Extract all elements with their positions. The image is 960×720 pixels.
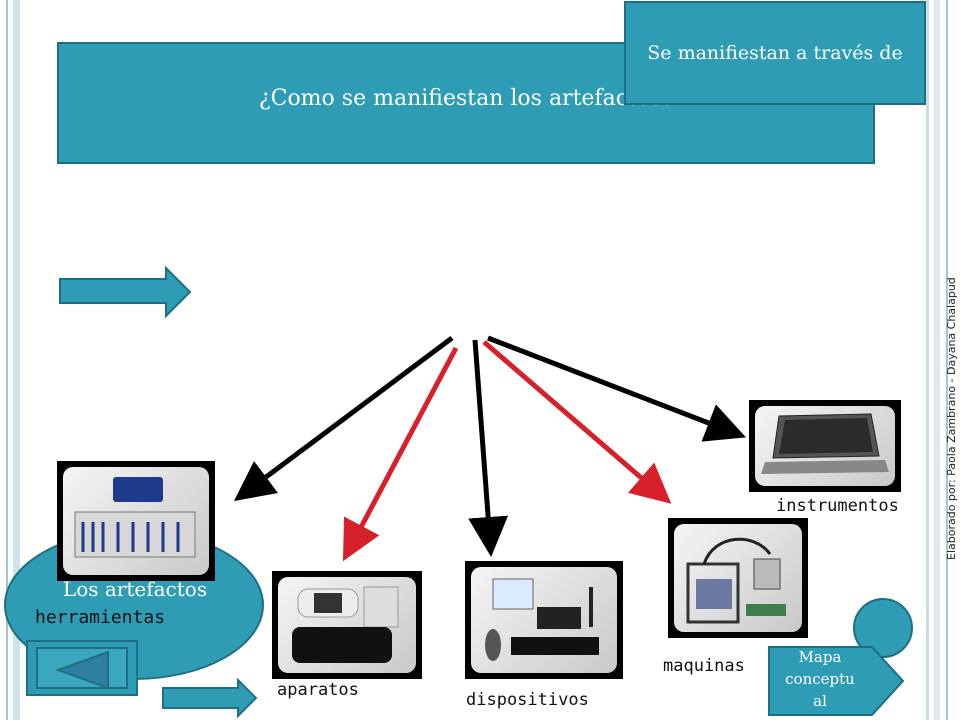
arrow-to-herramientas [233, 335, 454, 501]
triangle-left-icon [55, 650, 109, 690]
left-border-decoration [0, 0, 28, 720]
caption-dispositivos: dispositivos [466, 690, 589, 710]
mapa-conceptual-label: Mapa conceptu al [785, 648, 855, 710]
arrow-to-dispositivos [468, 339, 509, 557]
caption-instrumentos: instrumentos [776, 496, 899, 516]
electronics-image [272, 571, 422, 679]
mapa-conceptual-button[interactable] [768, 646, 904, 716]
toolbox-image [57, 461, 215, 581]
block-arrow-right-bottom[interactable] [162, 677, 258, 719]
right-border-decoration [926, 0, 960, 720]
manifest-text: Se manifiestan a través de [647, 42, 903, 64]
laptop-image [749, 400, 901, 492]
back-nav-button[interactable] [26, 640, 138, 696]
question-text: ¿Como se manifiestan los artefactos? [258, 85, 674, 111]
arrow-to-maquinas [482, 340, 672, 504]
arrow-to-instrumentos [487, 335, 746, 442]
machine-image [668, 518, 808, 638]
caption-herramientas: herramientas [35, 607, 166, 628]
block-arrow-right-top[interactable] [59, 265, 192, 319]
caption-maquinas: maquinas [663, 656, 745, 676]
artefactos-label: Los artefactos [62, 577, 208, 601]
caption-aparatos: aparatos [277, 680, 359, 700]
computer-devices-image [465, 561, 623, 679]
arrow-to-aparatos [342, 346, 459, 562]
manifest-box[interactable]: Se manifiestan a través de [624, 1, 926, 105]
